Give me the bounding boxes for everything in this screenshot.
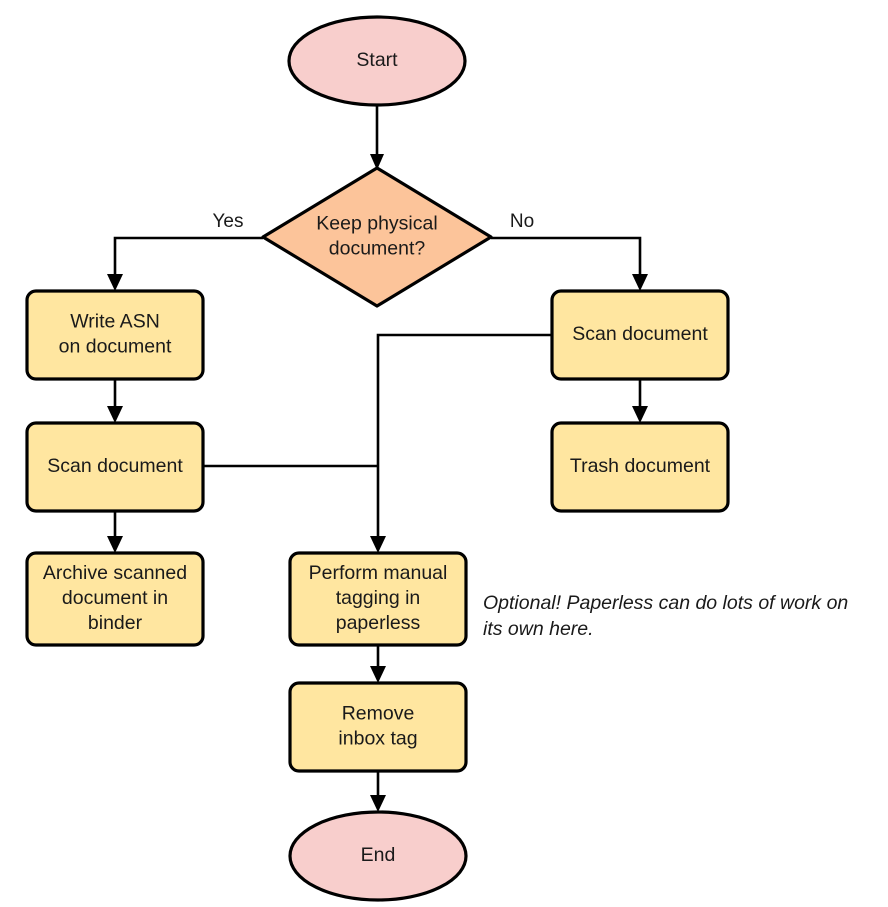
node-label-scan-document-left: Scan document xyxy=(47,455,183,477)
arrowhead-icon xyxy=(370,666,386,683)
node-label-archive-scanned-document-in-binder: Archive scanned document in binder xyxy=(43,562,187,634)
node-scan-document-left[interactable]: Scan document xyxy=(25,421,205,513)
annotations-layer: Optional! Paperless can do lots of work … xyxy=(483,592,848,640)
node-label-line: inbox tag xyxy=(338,728,417,750)
node-label-start: Start xyxy=(356,49,398,71)
node-label-line: Write ASN xyxy=(70,311,160,333)
node-end[interactable]: End xyxy=(288,810,468,902)
edges-layer: Yes No xyxy=(107,105,648,812)
edge-label-decision-yes-to-write-asn: Yes xyxy=(213,211,244,232)
edge-decision-no-to-scan-document-right: No xyxy=(491,211,648,291)
edge-manual-tagging-to-remove-inbox-tag xyxy=(370,645,386,683)
node-label-line: Remove xyxy=(342,703,415,725)
node-label-line: Scan document xyxy=(572,323,708,345)
arrowhead-icon xyxy=(370,536,386,553)
arrowhead-icon xyxy=(370,795,386,812)
node-label-line: Perform manual xyxy=(309,562,448,584)
node-label-line: tagging in xyxy=(336,587,421,609)
terminator-shape xyxy=(288,810,468,902)
node-archive-scanned-document-in-binder[interactable]: Archive scanned document in binder xyxy=(25,551,205,647)
node-trash-document[interactable]: Trash document xyxy=(550,421,730,513)
node-label-scan-document-right: Scan document xyxy=(572,323,708,345)
process-shape xyxy=(25,289,205,381)
edge-label-decision-no-to-scan-document-right: No xyxy=(510,211,534,232)
node-label-line: binder xyxy=(88,612,143,634)
process-shape xyxy=(25,421,205,513)
node-label-line: Archive scanned xyxy=(43,562,187,584)
process-shape xyxy=(550,289,730,381)
node-label-trash-document: Trash document xyxy=(570,455,711,477)
node-start[interactable]: Start xyxy=(287,15,467,107)
arrowhead-icon xyxy=(107,406,123,423)
arrowhead-icon xyxy=(370,154,384,170)
node-label-line: Start xyxy=(356,49,398,71)
annotation-optional-note: Optional! Paperless can do lots of work … xyxy=(483,592,848,640)
node-label-perform-manual-tagging-in-paperless: Perform manual tagging in paperless xyxy=(309,562,448,634)
node-label-line: document in xyxy=(62,587,168,609)
arrowhead-icon xyxy=(107,274,123,291)
process-shape xyxy=(25,551,205,647)
node-label-line: paperless xyxy=(336,612,421,634)
edge-line xyxy=(491,236,642,283)
process-shape xyxy=(288,551,468,647)
annotation-line: its own here. xyxy=(483,618,594,640)
node-keep-physical-document[interactable]: Keep physical document? xyxy=(261,166,493,308)
terminator-shape xyxy=(287,15,467,107)
arrowhead-icon xyxy=(632,274,648,291)
arrowhead-icon xyxy=(107,536,123,553)
node-label-remove-inbox-tag: Remove inbox tag xyxy=(338,703,417,750)
node-label-line: on document xyxy=(59,336,172,358)
node-scan-document-right[interactable]: Scan document xyxy=(550,289,730,381)
edge-write-asn-to-scan-document-left xyxy=(107,379,123,423)
node-label-line: Scan document xyxy=(47,455,183,477)
edge-line xyxy=(113,236,263,283)
arrowhead-icon xyxy=(632,406,648,423)
process-shape xyxy=(288,681,468,773)
node-remove-inbox-tag[interactable]: Remove inbox tag xyxy=(288,681,468,773)
node-label-line: Keep physical xyxy=(316,213,437,235)
node-label-write-asn-on-document: Write ASN on document xyxy=(59,311,172,358)
node-label-end: End xyxy=(361,844,396,866)
edge-decision-yes-to-write-asn: Yes xyxy=(107,211,263,291)
annotation-line: Optional! Paperless can do lots of work … xyxy=(483,592,848,614)
edge-scan-document-left-to-archive xyxy=(107,511,123,553)
node-write-asn-on-document[interactable]: Write ASN on document xyxy=(25,289,205,381)
node-perform-manual-tagging-in-paperless[interactable]: Perform manual tagging in paperless xyxy=(288,551,468,647)
edge-scan-document-right-to-trash xyxy=(632,379,648,423)
edge-line xyxy=(376,333,552,545)
node-label-line: document? xyxy=(329,238,426,260)
edge-start-to-decision xyxy=(370,105,384,170)
edge-scan-document-right-to-manual-tagging xyxy=(370,333,552,553)
node-label-line: Trash document xyxy=(570,455,711,477)
edge-remove-inbox-tag-to-end xyxy=(370,771,386,812)
process-shape xyxy=(550,421,730,513)
node-label-keep-physical-document: Keep physical document? xyxy=(316,213,437,260)
node-label-line: End xyxy=(361,844,396,866)
decision-shape xyxy=(261,166,493,308)
